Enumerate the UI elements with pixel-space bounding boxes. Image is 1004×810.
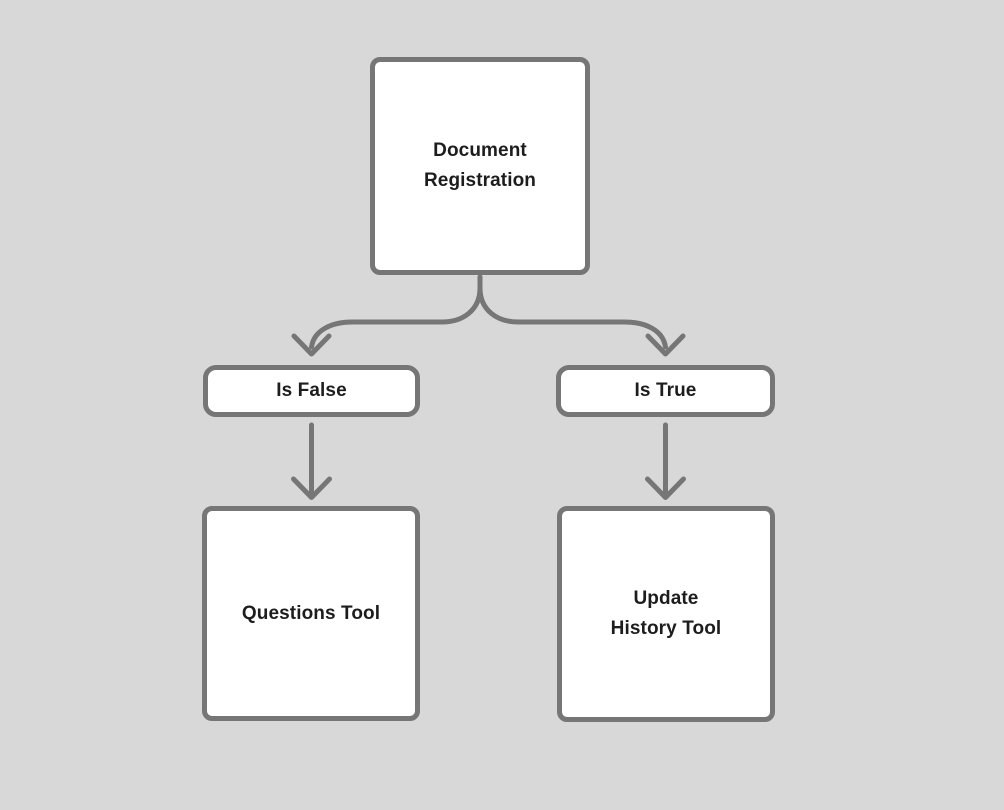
edge-is-true-to-update-history-tool bbox=[645, 422, 686, 500]
node-label-line: Is True bbox=[634, 380, 697, 401]
node-label-line: Questions Tool bbox=[241, 602, 381, 624]
edge-document-registration-to-is-true bbox=[477, 274, 686, 357]
arrowhead-icon bbox=[645, 476, 686, 500]
node-label: Is False bbox=[276, 376, 347, 406]
node-update-history-tool[interactable]: Update History Tool bbox=[557, 506, 775, 722]
node-is-false[interactable]: Is False bbox=[203, 365, 420, 417]
node-label-line: Registration bbox=[423, 170, 537, 191]
node-label: Update History Tool bbox=[611, 584, 722, 644]
arrowhead-icon bbox=[291, 333, 332, 357]
edge-is-false-to-questions-tool bbox=[291, 422, 332, 500]
node-label-line: History Tool bbox=[610, 618, 722, 639]
node-questions-tool[interactable]: Questions Tool bbox=[202, 506, 420, 721]
node-document-registration[interactable]: Document Registration bbox=[370, 57, 590, 275]
edge-document-registration-to-is-false bbox=[291, 274, 483, 357]
arrowhead-icon bbox=[645, 333, 686, 357]
node-label: Document Registration bbox=[424, 136, 536, 196]
node-label-line: Is False bbox=[276, 380, 347, 401]
node-label-line: Update bbox=[633, 588, 699, 609]
node-is-true[interactable]: Is True bbox=[556, 365, 775, 417]
node-label: Questions Tool bbox=[242, 599, 380, 629]
node-label-line: Document bbox=[433, 140, 527, 161]
arrowhead-icon bbox=[291, 476, 332, 500]
node-label: Is True bbox=[635, 376, 697, 406]
